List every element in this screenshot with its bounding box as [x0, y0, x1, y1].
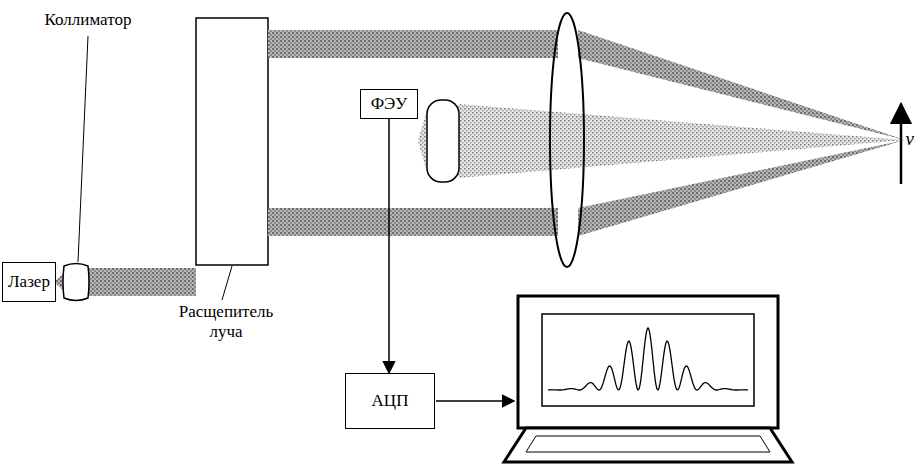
collecting-lens [427, 100, 459, 182]
upper-beam [268, 30, 558, 58]
laptop-keyboard [526, 436, 770, 452]
beam-splitter-label: Расщепитель луча [178, 302, 274, 341]
leader-line [222, 266, 232, 300]
lower-beam [268, 208, 558, 236]
pmt-box: ФЭУ [360, 89, 418, 119]
scattered-light [458, 104, 905, 178]
beam-splitter [196, 18, 268, 265]
laptop-monitor [518, 296, 778, 428]
collimated-beam [88, 268, 196, 296]
collimator-lens [63, 264, 89, 301]
velocity-arrow [900, 104, 903, 184]
collimator-label: Коллиматор [45, 10, 132, 30]
laser-box: Лазер [2, 262, 56, 302]
data-arrow [436, 400, 514, 402]
laptop-screen [542, 314, 754, 406]
node-label: Лазер [8, 272, 50, 292]
velocity-label: v [906, 128, 914, 150]
signal-trace [548, 328, 748, 390]
laptop-base [504, 428, 792, 462]
leader-line [78, 36, 88, 262]
focusing-lens [550, 13, 584, 267]
node-label: АЦП [372, 391, 409, 411]
adc-box: АЦП [345, 373, 435, 429]
node-label: ФЭУ [371, 94, 408, 114]
signal-wire [388, 119, 390, 373]
